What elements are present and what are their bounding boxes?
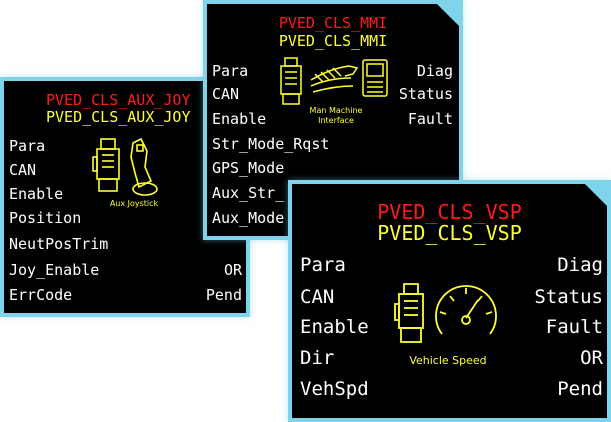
port-or: OR (580, 347, 603, 369)
port-enable: Enable (212, 110, 267, 128)
port-para: Para (212, 62, 249, 80)
port-status: Status (534, 286, 603, 308)
port-can: CAN (300, 286, 335, 308)
port-str-mode-rqst: Str_Mode_Rqst (212, 135, 330, 153)
joystick-module-icon (92, 137, 158, 196)
panel-title-red: PVED_CLS_VSP (377, 200, 522, 224)
caption-vehicle-speed: Vehicle Speed (409, 354, 487, 367)
panel-title-red: PVED_CLS_AUX_JOY (46, 91, 191, 109)
panel-vsp: PVED_CLS_VSP PVED_CLS_VSP Para CAN Enabl… (288, 180, 611, 422)
caption-aux-joystick: Aux Joystick (109, 199, 159, 208)
port-aux-str: Aux_Str_ (212, 184, 285, 202)
port-gps-mode: GPS_Mode (212, 159, 285, 177)
port-status: Status (398, 85, 453, 103)
panel-corner-tab (585, 184, 607, 206)
port-position: Position (9, 209, 82, 227)
panel-title-yellow: PVED_CLS_VSP (377, 221, 522, 245)
port-pend: Pend (205, 286, 242, 304)
speedometer-module-icon (394, 283, 497, 343)
port-pend: Pend (557, 378, 603, 400)
port-dir: Dir (300, 347, 335, 369)
port-para: Para (9, 137, 46, 155)
port-aux-mode: Aux_Mode (212, 209, 285, 227)
panel-title-yellow: PVED_CLS_MMI (278, 32, 388, 50)
port-neutpostrim: NeutPosTrim (9, 235, 109, 253)
port-enable: Enable (300, 316, 369, 338)
port-joy-enable: Joy_Enable (9, 261, 100, 279)
panel-title-yellow: PVED_CLS_AUX_JOY (46, 108, 191, 126)
mmi-module-icon (280, 57, 388, 105)
port-fault: Fault (407, 110, 453, 128)
panel-corner-tab (437, 4, 459, 26)
port-diag: Diag (416, 62, 453, 80)
caption-mmi-line2: Interface (318, 116, 354, 125)
port-enable: Enable (9, 185, 64, 203)
port-or: OR (223, 261, 242, 279)
panel-title-red: PVED_CLS_MMI (278, 14, 388, 32)
port-diag: Diag (557, 254, 603, 276)
port-can: CAN (212, 85, 240, 103)
port-errcode: ErrCode (9, 286, 73, 304)
port-vehspd: VehSpd (300, 378, 369, 400)
caption-mmi-line1: Man Machine (309, 106, 363, 115)
port-para: Para (300, 254, 346, 276)
port-can: CAN (9, 161, 37, 179)
port-fault: Fault (545, 316, 603, 338)
